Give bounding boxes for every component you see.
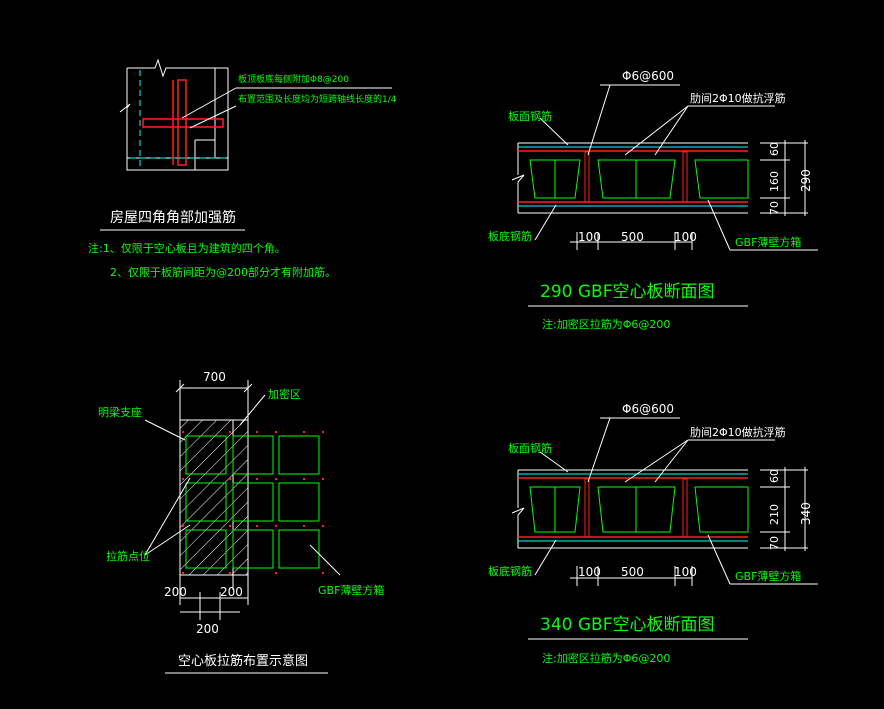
s290-bottom-rebar: 板底钢筋 (488, 229, 532, 243)
plan-dim-right: 200 (220, 585, 243, 599)
s340-dim-100a: 100 (578, 565, 601, 579)
s290-rib-bar: 肋间2Φ10做抗浮筋 (690, 91, 786, 105)
s290-dim-500: 500 (621, 230, 644, 244)
tie-layout-plan: 700 (98, 370, 384, 674)
s340-box: GBF薄壁方箱 (735, 569, 801, 583)
s290-stirrup: Φ6@600 (622, 69, 674, 83)
corner-note2: 2、仅限于板筋间距为@200部分才有附加筋。 (110, 265, 336, 279)
corner-title: 房屋四角角部加强筋 (110, 209, 236, 226)
s290-dim-top: 60 (768, 142, 781, 156)
s340-bottom-rebar: 板底钢筋 (488, 564, 532, 578)
s340-dim-mid: 210 (768, 504, 781, 525)
tie-points (182, 431, 324, 574)
s340-dim-top: 60 (768, 469, 781, 483)
s290-dim-bot: 70 (768, 201, 781, 215)
s290-dim-100a: 100 (578, 230, 601, 244)
corner-note-line2: 布置范围及长度均为短跨轴线长度的1/4 (238, 93, 397, 105)
s340-dim-total: 340 (799, 502, 813, 525)
plan-dim-bottom: 200 (196, 622, 219, 636)
section-340: 60 210 70 340 100 500 100 Φ6@600 肋间2Φ10做… (488, 402, 818, 665)
s340-note: 注:加密区拉筋为Φ6@200 (542, 651, 670, 665)
s340-rib-bar: 肋间2Φ10做抗浮筋 (690, 425, 786, 439)
s340-dim-100b: 100 (674, 565, 697, 579)
plan-label-zone: 加密区 (268, 387, 301, 401)
s340-stirrup: Φ6@600 (622, 402, 674, 416)
s290-top-rebar: 板面钢筋 (508, 109, 552, 123)
s290-title: 290 GBF空心板断面图 (540, 282, 714, 302)
gbf-box-grid (185, 435, 320, 569)
plan-title: 空心板拉筋布置示意图 (178, 653, 308, 669)
s290-dim-100b: 100 (674, 230, 697, 244)
plan-dim-left: 200 (164, 585, 187, 599)
s340-dim-bot: 70 (768, 536, 781, 550)
s340-top-rebar: 板面钢筋 (508, 441, 552, 455)
plan-label-tie: 拉筋点位 (106, 549, 150, 563)
corner-note-line1: 板顶板底每侧附加Φ8@200 (238, 73, 349, 85)
plan-dim-top: 700 (203, 370, 226, 384)
section-290: 60 160 70 290 100 500 100 Φ6@600 肋间2Φ10做… (488, 69, 818, 331)
corner-detail: 板顶板底每侧附加Φ8@200 布置范围及长度均为短跨轴线长度的1/4 房屋四角角… (88, 58, 397, 279)
s340-title: 340 GBF空心板断面图 (540, 615, 714, 635)
s340-dim-500: 500 (621, 565, 644, 579)
s290-box: GBF薄壁方箱 (735, 235, 801, 249)
plan-label-box: GBF薄壁方箱 (318, 583, 384, 597)
corner-note1: 注:1、仅限于空心板且为建筑的四个角。 (88, 241, 286, 255)
plan-label-support: 明梁支座 (98, 405, 142, 419)
s290-dim-mid: 160 (768, 171, 781, 192)
s290-dim-total: 290 (799, 169, 813, 192)
s290-note: 注:加密区拉筋为Φ6@200 (542, 317, 670, 331)
